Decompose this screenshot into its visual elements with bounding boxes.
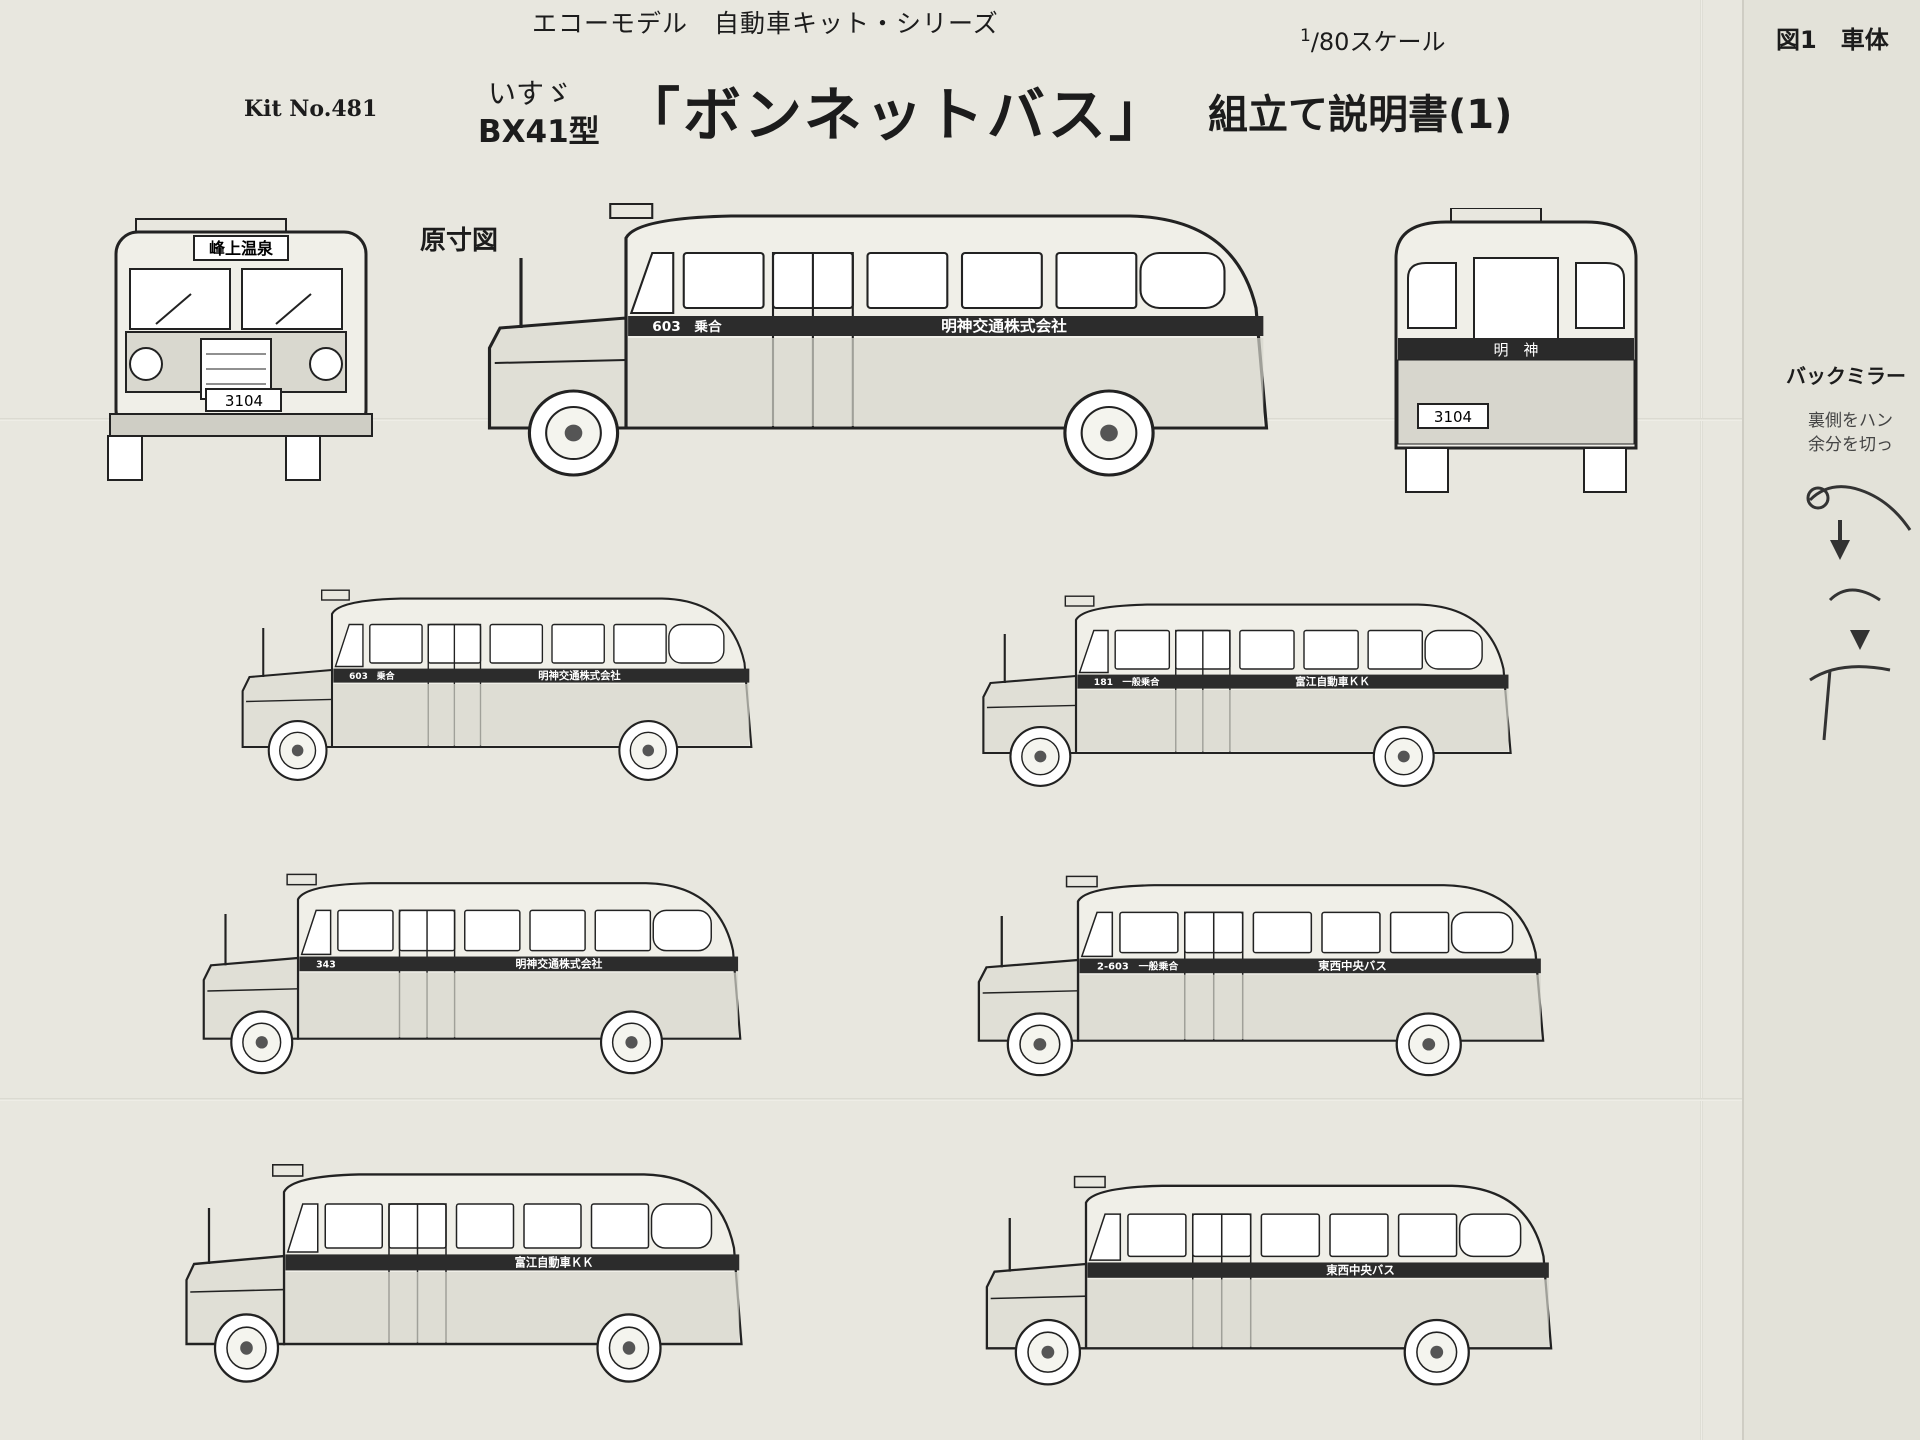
mirror-note: 余分を切っ — [1808, 435, 1893, 455]
rear-sign: 明 神 — [1493, 341, 1538, 359]
svg-text:明神交通株式会社: 明神交通株式会社 — [516, 956, 603, 970]
rear-view-drawing: 明 神 3104 — [1394, 208, 1638, 493]
svg-text:181 一般乗合: 181 一般乗合 — [1094, 676, 1160, 688]
livery-bus-4: 2-603 一般乗合 東西中央バス — [977, 875, 1545, 1077]
maker-name: いすゞ — [488, 77, 573, 110]
svg-text:明神交通株式会社: 明神交通株式会社 — [538, 669, 621, 682]
svg-text:富江自動車ＫＫ: 富江自動車ＫＫ — [515, 1255, 594, 1269]
svg-text:2-603 一般乗合: 2-603 一般乗合 — [1097, 960, 1179, 973]
svg-text:明神交通株式会社: 明神交通株式会社 — [941, 316, 1067, 335]
livery-bus-1: 603 乗合 明神交通株式会社 — [241, 589, 753, 781]
license-plate: 3104 — [1434, 408, 1472, 426]
svg-text:343: 343 — [316, 959, 336, 970]
livery-bus-5: 富江自動車ＫＫ — [185, 1164, 743, 1383]
destination-sign: 峰上温泉 — [209, 239, 274, 258]
svg-text:603 乗合: 603 乗合 — [349, 670, 395, 682]
svg-text:603 乗合: 603 乗合 — [652, 318, 722, 335]
mirror-note: 裏側をハン — [1808, 411, 1893, 431]
livery-bus-6: 東西中央バス — [985, 1175, 1553, 1386]
full-size-label: 原寸図 — [420, 226, 499, 256]
fold-line — [1700, 0, 1703, 1440]
mirror-diagram — [1806, 485, 1912, 741]
adjacent-page — [1742, 0, 1920, 1440]
svg-text:東西中央バス: 東西中央バス — [1326, 1263, 1395, 1277]
front-view-drawing: 峰上温泉 3104 — [107, 218, 373, 481]
svg-text:富江自動車ＫＫ: 富江自動車ＫＫ — [1295, 675, 1370, 688]
figure-label: 図1 車体 — [1776, 26, 1889, 54]
license-plate: 3104 — [225, 392, 263, 410]
side-view-bus-main: 603 乗合 明神交通株式会社 — [487, 203, 1269, 477]
livery-bus-2: 181 一般乗合 富江自動車ＫＫ — [982, 595, 1512, 787]
livery-bus-3: 343 明神交通株式会社 — [202, 873, 742, 1075]
model-name: BX41型 — [478, 114, 600, 150]
manual-label: 組立て説明書(1) — [1208, 92, 1513, 138]
kit-number: Kit No.481 — [244, 96, 378, 122]
fold-line — [0, 1098, 1742, 1101]
svg-text:東西中央バス: 東西中央バス — [1318, 959, 1387, 973]
mirror-label: バックミラー — [1786, 364, 1906, 388]
page-title: 「ボンネットバス」 — [622, 81, 1170, 149]
scale-label: 1/80スケール — [1300, 26, 1446, 56]
series-heading: エコーモデル 自動車キット・シリーズ — [532, 9, 999, 38]
